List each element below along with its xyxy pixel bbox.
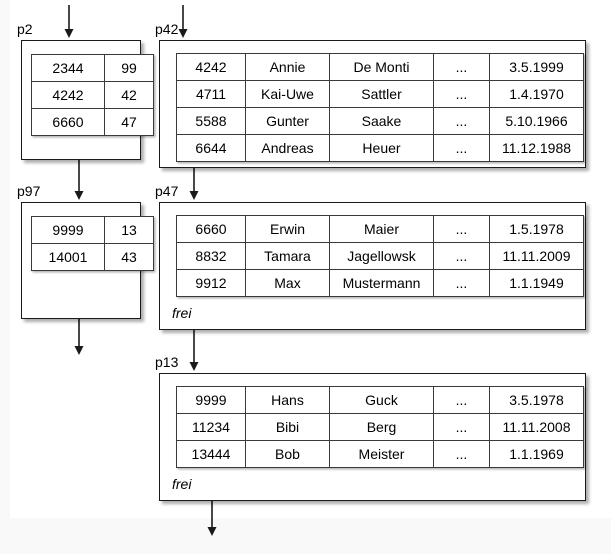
date-cell: 1.1.1969 <box>489 440 584 468</box>
ellipsis-cell: ... <box>433 269 490 297</box>
last-name-cell: Sattler <box>329 80 434 108</box>
first-name-cell: Erwin <box>245 215 330 243</box>
ellipsis-cell: ... <box>433 53 490 81</box>
date-cell: 11.12.1988 <box>489 134 584 162</box>
index-pointer-cell: 43 <box>104 243 154 271</box>
page-label-p13: p13 <box>155 354 179 370</box>
last-name-cell: Heuer <box>329 134 434 162</box>
free-space-label-p47: frei <box>172 305 192 321</box>
record-id-cell: 9912 <box>176 269 246 297</box>
free-space-label-p13: frei <box>172 476 192 492</box>
record-id-cell: 6660 <box>176 215 246 243</box>
last-name-cell: Saake <box>329 107 434 135</box>
page-label-p2: p2 <box>17 21 33 37</box>
first-name-cell: Max <box>245 269 330 297</box>
record-id-cell: 9999 <box>176 386 246 414</box>
record-id-cell: 4242 <box>176 53 246 81</box>
page-label-p97: p97 <box>17 183 41 199</box>
first-name-cell: Andreas <box>245 134 330 162</box>
last-name-cell: Maier <box>329 215 434 243</box>
date-cell: 1.1.1949 <box>489 269 584 297</box>
index-pointer-cell: 42 <box>104 81 154 109</box>
date-cell: 1.4.1970 <box>489 80 584 108</box>
last-name-cell: Jagellowsk <box>329 242 434 270</box>
ellipsis-cell: ... <box>433 242 490 270</box>
index-key-cell: 9999 <box>31 216 105 244</box>
ellipsis-cell: ... <box>433 134 490 162</box>
index-key-cell: 6660 <box>31 108 105 136</box>
arrow-into-p42 <box>176 5 190 38</box>
ellipsis-cell: ... <box>433 440 490 468</box>
ellipsis-cell: ... <box>433 107 490 135</box>
record-id-cell: 13444 <box>176 440 246 468</box>
last-name-cell: Mustermann <box>329 269 434 297</box>
ellipsis-cell: ... <box>433 386 490 414</box>
first-name-cell: Tamara <box>245 242 330 270</box>
date-cell: 1.5.1978 <box>489 215 584 243</box>
first-name-cell: Bob <box>245 440 330 468</box>
index-pointer-cell: 13 <box>104 216 154 244</box>
first-name-cell: Bibi <box>245 413 330 441</box>
date-cell: 3.5.1978 <box>489 386 584 414</box>
date-cell: 11.11.2009 <box>489 242 584 270</box>
record-id-cell: 6644 <box>176 134 246 162</box>
index-key-cell: 2344 <box>31 54 105 82</box>
last-name-cell: Guck <box>329 386 434 414</box>
first-name-cell: Hans <box>245 386 330 414</box>
ellipsis-cell: ... <box>433 80 490 108</box>
last-name-cell: De Monti <box>329 53 434 81</box>
record-id-cell: 4711 <box>176 80 246 108</box>
arrow-p97-dangling <box>72 319 86 355</box>
index-pointer-cell: 47 <box>104 108 154 136</box>
first-name-cell: Annie <box>245 53 330 81</box>
last-name-cell: Berg <box>329 413 434 441</box>
date-cell: 5.10.1966 <box>489 107 584 135</box>
page-label-p42: p42 <box>155 21 179 37</box>
ellipsis-cell: ... <box>433 215 490 243</box>
index-key-cell: 4242 <box>31 81 105 109</box>
date-cell: 3.5.1999 <box>489 53 584 81</box>
arrow-into-p2 <box>62 5 76 38</box>
record-id-cell: 8832 <box>176 242 246 270</box>
index-key-cell: 14001 <box>31 243 105 271</box>
record-id-cell: 11234 <box>176 413 246 441</box>
page-label-p47: p47 <box>155 183 179 199</box>
first-name-cell: Kai-Uwe <box>245 80 330 108</box>
last-name-cell: Meister <box>329 440 434 468</box>
date-cell: 11.11.2008 <box>489 413 584 441</box>
record-id-cell: 5588 <box>176 107 246 135</box>
arrow-p13-dangling <box>205 501 219 536</box>
index-pointer-cell: 99 <box>104 54 154 82</box>
first-name-cell: Gunter <box>245 107 330 135</box>
arrow-p2-to-p97 <box>72 160 86 200</box>
arrow-p47-to-p13 <box>187 330 201 371</box>
ellipsis-cell: ... <box>433 413 490 441</box>
arrow-p42-to-p47 <box>187 168 201 200</box>
